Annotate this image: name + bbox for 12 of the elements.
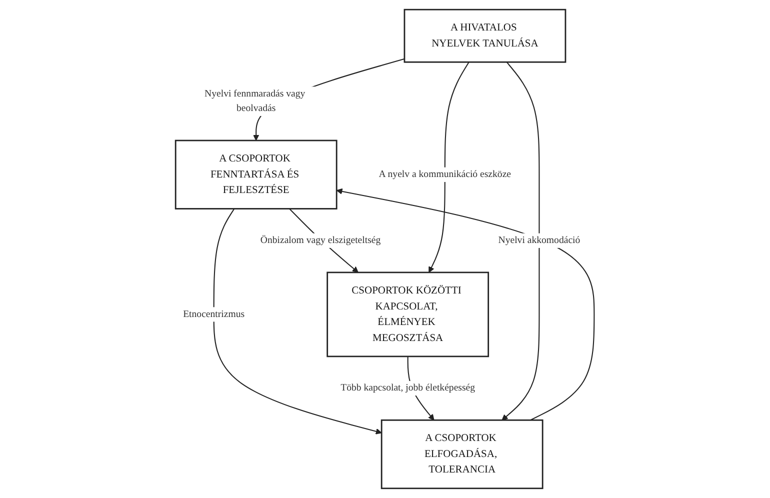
node-box: A CSOPORTOK FENNTARTÁSA ÉS FEJLESZTÉSE xyxy=(175,140,338,210)
node-box: A CSOPORTOK ELFOGADÁSA, TOLERANCIA xyxy=(381,419,544,490)
arrow xyxy=(502,62,540,420)
arrow xyxy=(428,62,470,273)
edge-label: Nyelvi akkomodáció xyxy=(498,235,580,246)
edge-label: Etnocentrizmus xyxy=(183,309,245,320)
edge-label: A nyelv a kommunikáció eszköze xyxy=(378,169,512,180)
node-box: A HIVATALOS NYELVEK TANULÁSA xyxy=(404,8,566,63)
node-box: CSOPORTOK KÖZÖTTI KAPCSOLAT, ÉLMÉNYEK MEGOSZTÁSA xyxy=(326,272,490,358)
edge-label: Több kapcsolat, jobb életképesség xyxy=(340,383,476,394)
edge-label: Önbizalom vagy elszigeteltség xyxy=(260,235,381,246)
edge-label: Nyelvi fennmaradás vagy beolvadás xyxy=(204,88,306,114)
